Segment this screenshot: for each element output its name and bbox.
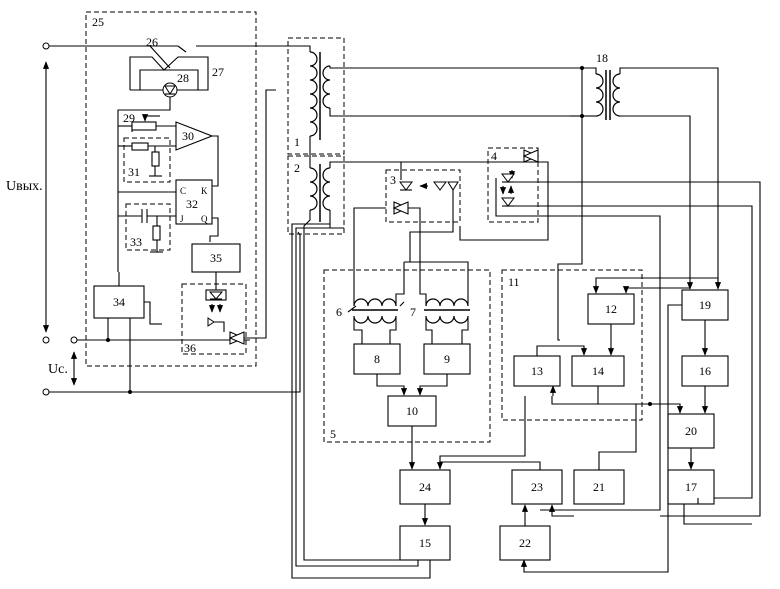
- svg-text:30: 30: [182, 129, 194, 143]
- svg-text:36: 36: [184, 341, 196, 355]
- sensor-assembly-27: 26 27 28: [130, 35, 224, 104]
- svg-text:1: 1: [294, 135, 300, 149]
- svg-text:10: 10: [406, 404, 418, 418]
- svg-text:21: 21: [593, 480, 605, 494]
- svg-text:32: 32: [186, 197, 198, 211]
- svg-text:12: 12: [605, 302, 617, 316]
- region-25-label: 25: [92, 15, 104, 29]
- svg-text:K: K: [201, 186, 208, 196]
- svg-text:20: 20: [685, 424, 697, 438]
- region-33: 33: [118, 204, 176, 252]
- resistor-29: 29: [118, 104, 176, 272]
- svg-text:14: 14: [592, 364, 604, 378]
- u-c-label: Uс.: [48, 362, 68, 377]
- svg-text:18: 18: [596, 51, 608, 65]
- svg-text:Q: Q: [201, 214, 208, 224]
- svg-text:31: 31: [128, 165, 140, 179]
- region-5: 5 6 7 8 9 10: [324, 262, 490, 442]
- svg-text:34: 34: [113, 295, 125, 309]
- svg-text:15: 15: [419, 536, 431, 550]
- region-31: 31: [118, 138, 176, 182]
- comparator-30: 30: [176, 122, 218, 186]
- terminal-bottom: [43, 389, 49, 395]
- svg-text:22: 22: [519, 536, 531, 550]
- svg-text:9: 9: [444, 352, 450, 366]
- control-voltage-indicator: Uс.: [48, 352, 74, 385]
- svg-text:4: 4: [491, 149, 497, 163]
- region-4: 4: [488, 148, 760, 516]
- output-voltage-indicator: Uвых.: [6, 62, 46, 332]
- svg-text:19: 19: [699, 298, 711, 312]
- label-29: 29: [123, 111, 135, 125]
- svg-text:17: 17: [685, 480, 697, 494]
- svg-text:33: 33: [130, 235, 142, 249]
- svg-text:7: 7: [410, 305, 416, 319]
- svg-text:11: 11: [508, 275, 520, 289]
- terminal-uc: [71, 337, 77, 343]
- svg-text:J: J: [180, 214, 184, 224]
- transformer-1: [310, 52, 582, 150]
- label-27: 27: [212, 65, 224, 79]
- svg-text:3: 3: [390, 173, 396, 187]
- terminal-mid: [43, 337, 49, 343]
- svg-text:16: 16: [699, 364, 711, 378]
- svg-text:8: 8: [374, 352, 380, 366]
- label-28: 28: [177, 71, 189, 85]
- svg-text:13: 13: [531, 364, 543, 378]
- terminal-top: [43, 43, 49, 49]
- label-26: 26: [146, 35, 158, 49]
- trigger-32: C K 32 J Q: [118, 180, 218, 242]
- svg-text:2: 2: [294, 161, 300, 175]
- svg-text:23: 23: [531, 480, 543, 494]
- u-out-label: Uвых.: [6, 179, 43, 194]
- region-3: 3: [354, 162, 460, 270]
- svg-text:24: 24: [419, 480, 431, 494]
- svg-text:C: C: [180, 186, 186, 196]
- svg-text:5: 5: [330, 427, 336, 441]
- svg-text:6: 6: [336, 305, 342, 319]
- svg-text:35: 35: [210, 251, 222, 265]
